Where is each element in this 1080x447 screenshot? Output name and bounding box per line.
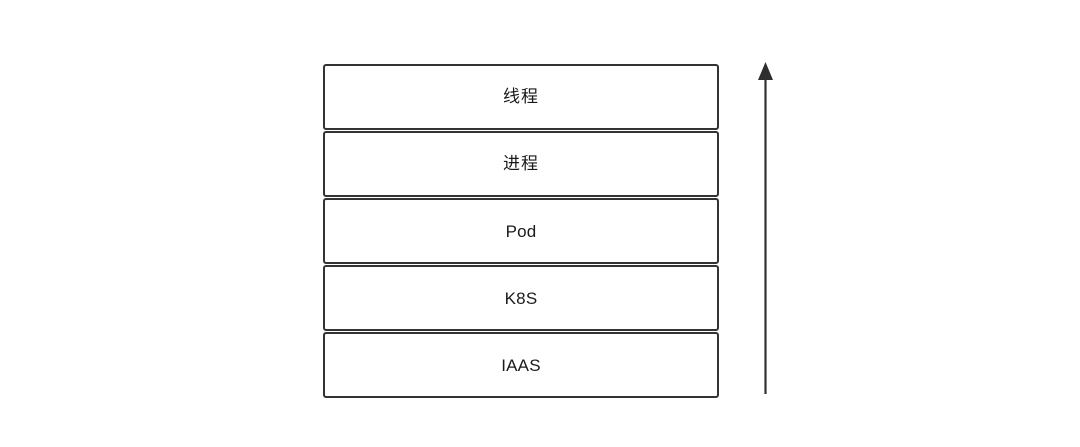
upward-arrow-icon <box>758 62 773 394</box>
layer-label-process: 进程 <box>503 153 539 174</box>
layer-label-k8s: K8S <box>504 288 538 308</box>
layer-stack: 线程 进程 Pod K8S IAAS <box>323 64 719 398</box>
layer-box-iaas[interactable]: IAAS <box>323 332 719 398</box>
layer-label-iaas: IAAS <box>501 355 541 375</box>
layer-box-k8s[interactable]: K8S <box>323 265 719 331</box>
layer-label-thread: 线程 <box>503 86 539 107</box>
layer-box-pod[interactable]: Pod <box>323 198 719 264</box>
layer-box-process[interactable]: 进程 <box>323 131 719 197</box>
layer-label-pod: Pod <box>505 221 537 241</box>
direction-arrow <box>745 58 787 400</box>
layer-box-thread[interactable]: 线程 <box>323 64 719 130</box>
